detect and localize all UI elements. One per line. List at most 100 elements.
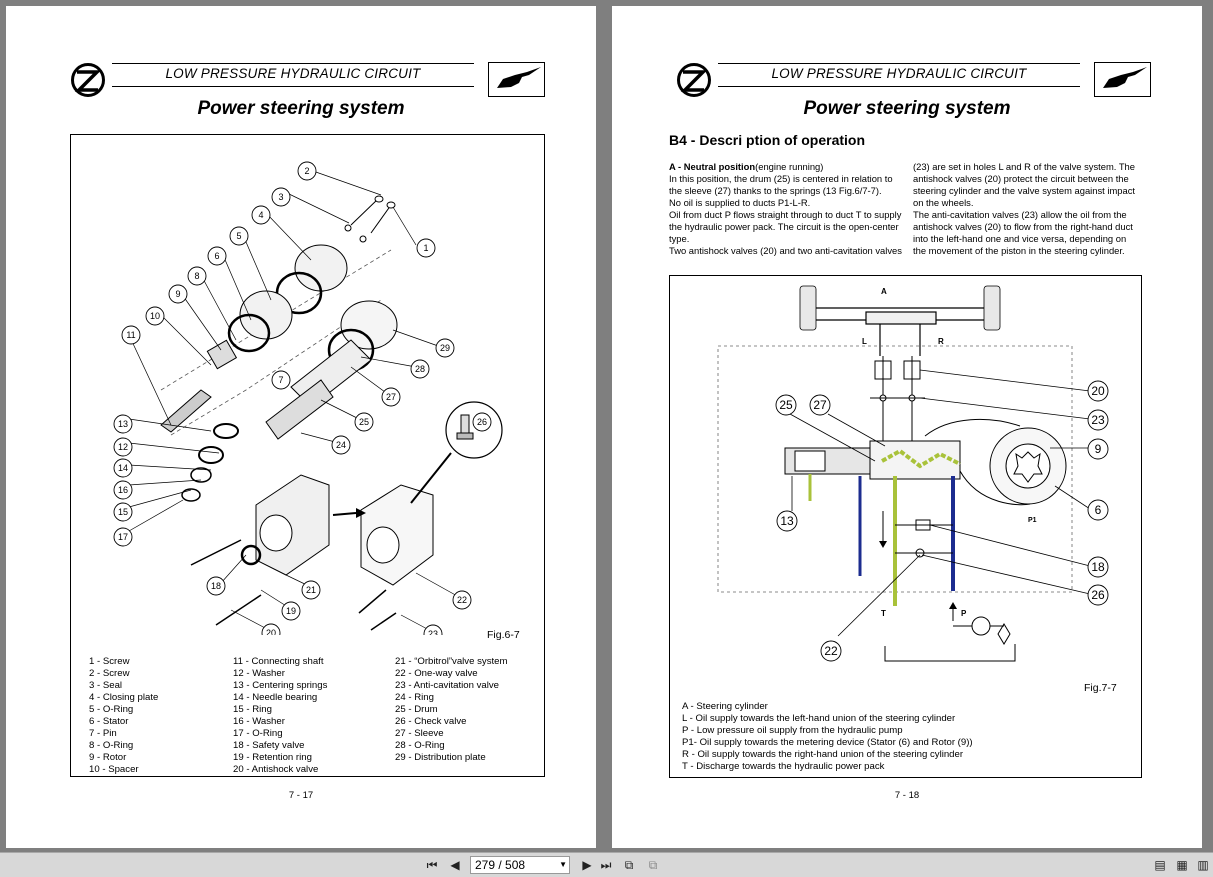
legend-item: 23 - Anti-cavitation valve — [395, 680, 499, 691]
callout-number: 5 — [236, 231, 241, 241]
callout-number: 18 — [1091, 560, 1105, 574]
rotate-icon[interactable]: ⧉ — [624, 858, 634, 872]
legend-item: 9 - Rotor — [89, 752, 127, 763]
legend-item: 14 - Needle bearing — [233, 692, 318, 703]
callout-circle — [354, 412, 374, 432]
desc-line: No oil is supplied to ducts P1-L-R. — [669, 197, 811, 208]
desc-line: In this position, the drum (25) is cente… — [669, 173, 893, 184]
circuit-title: LOW PRESSURE HYDRAULIC CIRCUIT — [165, 66, 421, 81]
single-page-view-icon[interactable]: ▤ — [1154, 858, 1166, 872]
callout-number: 22 — [457, 595, 467, 605]
callout-circle — [206, 576, 226, 596]
legend-item: 11 - Connecting shaft — [233, 656, 324, 667]
chevron-down-icon[interactable]: ▼ — [559, 860, 567, 869]
brand-logo-icon — [677, 63, 711, 97]
callout-circle — [452, 590, 472, 610]
document-page-right: LOW PRESSURE HYDRAULIC CIRCUIT Power ste… — [612, 6, 1202, 848]
callout-number: 19 — [286, 606, 296, 616]
callout-number: 7 — [278, 375, 283, 385]
callout-number: 21 — [306, 585, 316, 595]
legend-item: 28 - O-Ring — [395, 740, 445, 751]
callout-number: 17 — [118, 532, 128, 542]
callout-circle — [168, 284, 188, 304]
callout-circle — [410, 359, 430, 379]
callout-circle — [809, 394, 831, 416]
brand-logo-icon — [71, 63, 105, 97]
callout-circle — [113, 502, 133, 522]
callout-circle — [1087, 409, 1109, 431]
callout-circle — [113, 414, 133, 434]
page-number: 7 - 17 — [288, 790, 314, 801]
legend-item: 20 - Antishock valve — [233, 764, 319, 775]
callout-circle — [113, 480, 133, 500]
figure-label: Fig.7-7 — [1084, 682, 1117, 694]
desc-line: the hydraulic power pack. The circuit is… — [669, 221, 899, 232]
callout-circle — [271, 370, 291, 390]
callout-number: 1 — [423, 243, 428, 253]
legend-item: 1 - Screw — [89, 656, 130, 667]
callout-circle — [271, 187, 291, 207]
legend-item: 10 - Spacer — [89, 764, 139, 775]
callout-number: 12 — [118, 442, 128, 452]
callout-circle — [297, 161, 317, 181]
legend-item: 22 - One-way valve — [395, 668, 478, 679]
callout-circle — [281, 601, 301, 621]
callout-circle — [113, 527, 133, 547]
desc-line: (23) are set in holes L and R of the val… — [913, 161, 1135, 172]
desc-line: type. — [669, 233, 690, 244]
callout-number: 6 — [1095, 503, 1102, 517]
callout-number: 13 — [118, 419, 128, 429]
callout-number: 25 — [359, 417, 369, 427]
desc-line: antishock valves (20) protect the circui… — [913, 173, 1129, 184]
exploded-view-drawing: 1234567891011121314151617181920212223242… — [113, 161, 503, 644]
callout-circle — [472, 412, 492, 432]
callout-circle — [331, 435, 351, 455]
callout-circle — [776, 510, 798, 532]
legend-item: 17 - O-Ring — [233, 728, 283, 739]
callout-circle — [820, 640, 842, 662]
callout-circle — [1087, 584, 1109, 606]
two-page-view-icon[interactable]: ▥ — [1197, 858, 1209, 872]
callout-number: 6 — [214, 251, 219, 261]
legend-item: P - Low pressure oil supply from the hyd… — [682, 725, 903, 736]
callout-number: 9 — [175, 289, 180, 299]
desc-line: steering cylinder and the valve system a… — [913, 185, 1135, 196]
callout-number: 28 — [415, 364, 425, 374]
first-page-button[interactable]: ⏮ — [426, 858, 438, 872]
legend-column-1: 1 - Screw 2 - Screw 3 - Seal 4 - Closing… — [89, 656, 158, 776]
legend-item: T - Discharge towards the hydraulic powe… — [682, 761, 885, 772]
description-column-2: (23) are set in holes L and R of the val… — [913, 161, 1135, 257]
continuous-view-icon[interactable]: ▦ — [1176, 858, 1188, 872]
header-rule-top — [112, 63, 474, 64]
legend-item: 4 - Closing plate — [89, 692, 159, 703]
callout-number: 23 — [1091, 413, 1105, 427]
header-rule-bottom — [112, 86, 474, 87]
callout-number: 10 — [150, 311, 160, 321]
description-column-1: A - Neutral position(engine running) In … — [669, 161, 902, 257]
desc-line: into the left-hand one and vice versa, d… — [913, 233, 1127, 244]
callout-number: 20 — [1091, 384, 1105, 398]
diagram-legend: A - Steering cylinder L - Oil supply tow… — [682, 701, 973, 773]
last-page-button[interactable]: ⏭ — [600, 858, 612, 872]
diagram-letter-L: L — [862, 337, 867, 346]
copy-icon[interactable]: ⧉ — [648, 858, 658, 872]
callout-number: 27 — [813, 398, 827, 412]
previous-page-button[interactable]: ◀ — [450, 858, 460, 872]
next-page-button[interactable]: ▶ — [582, 858, 592, 872]
legend-item: 8 - O-Ring — [89, 740, 134, 751]
callout-circle — [229, 226, 249, 246]
callout-circle — [435, 338, 455, 358]
legend-item: 3 - Seal — [89, 680, 123, 691]
callout-circle — [207, 246, 227, 266]
callout-circle — [113, 437, 133, 457]
callout-number: 3 — [278, 192, 283, 202]
desc-line: A - Neutral position(engine running) — [669, 161, 824, 172]
page-number-input[interactable]: 279 / 508 ▼ — [470, 856, 570, 874]
hand-pointing-icon — [497, 67, 541, 88]
callout-circle — [1087, 556, 1109, 578]
manual-icon-box — [1094, 62, 1151, 97]
legend-item: 16 - Washer — [233, 716, 285, 727]
callout-number: 9 — [1095, 442, 1102, 456]
